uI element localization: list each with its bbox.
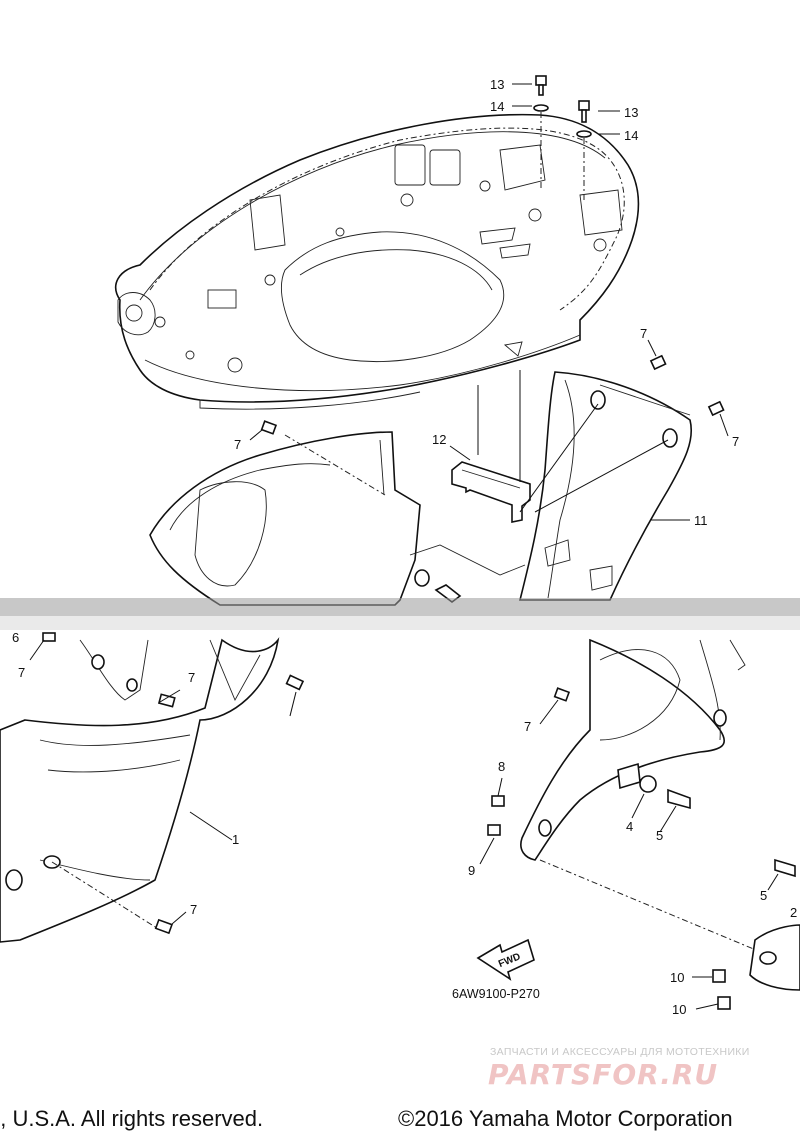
callout-8: 8: [498, 759, 505, 774]
callout-7: 7: [732, 434, 739, 449]
callout-11: 11: [694, 513, 708, 528]
callout-5: 5: [760, 888, 767, 903]
bolt-7-set: [42, 354, 725, 935]
callout-9: 9: [468, 863, 475, 878]
side-cover-2: [520, 638, 800, 991]
diagram-code: 6AW9100-P270: [452, 987, 540, 1001]
copyright-notice: ©2016 Yamaha Motor Corporation: [398, 1106, 733, 1131]
callout-13: 13: [624, 105, 638, 120]
watermark-logo: PARTSFOR.RU: [488, 1058, 719, 1091]
bracket-12: [451, 370, 531, 523]
bottom-cowling: [115, 113, 640, 410]
callout-numbers: 13 14 13 14 7 7 7 12 11 6 7 7 1 7 7 8 9 …: [12, 77, 797, 1017]
copyright-rights: n, U.S.A. All rights reserved.: [0, 1106, 264, 1131]
callout-leaders: [29, 83, 779, 1010]
callout-10: 10: [672, 1002, 686, 1017]
grommet-center: [409, 544, 526, 603]
callout-10: 10: [670, 970, 684, 985]
bolt-13-right: [576, 100, 592, 200]
callout-14: 14: [624, 128, 638, 143]
watermark-tagline: ЗАПЧАСТИ И АКСЕССУАРЫ ДЛЯ МОТОТЕХНИКИ: [490, 1046, 750, 1058]
callout-1: 1: [232, 832, 239, 847]
callout-4: 4: [626, 819, 633, 834]
callout-7: 7: [640, 326, 647, 341]
callout-7: 7: [18, 665, 25, 680]
fwd-arrow: FWD: [476, 938, 535, 981]
side-cover-11: [518, 371, 692, 601]
callout-7: 7: [524, 719, 531, 734]
callout-13: 13: [490, 77, 504, 92]
callout-6: 6: [12, 630, 19, 645]
callout-7: 7: [190, 902, 197, 917]
side-cover-1: [0, 637, 280, 943]
callout-7: 7: [188, 670, 195, 685]
side-cover-upper-left: [149, 431, 421, 606]
callout-14: 14: [490, 99, 504, 114]
fastener-8-9-4-5: [487, 775, 796, 1010]
callout-7: 7: [234, 437, 241, 452]
callout-12: 12: [432, 432, 446, 447]
callout-5: 5: [656, 828, 663, 843]
callout-2: 2: [790, 905, 797, 920]
scan-seam: [0, 598, 800, 630]
bolt-13-left: [533, 75, 549, 190]
